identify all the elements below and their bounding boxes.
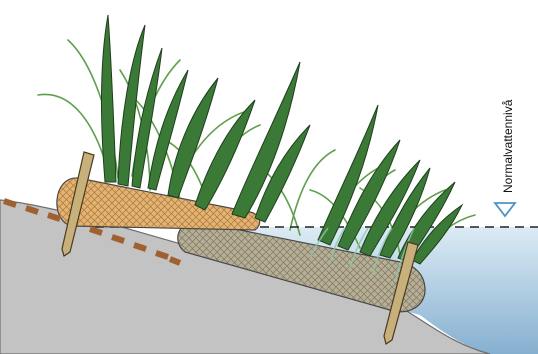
water-level-label: Normalvattennivå <box>501 99 515 193</box>
coir-log-upper-mesh <box>57 178 260 230</box>
inverted-triangle-icon <box>495 203 515 216</box>
